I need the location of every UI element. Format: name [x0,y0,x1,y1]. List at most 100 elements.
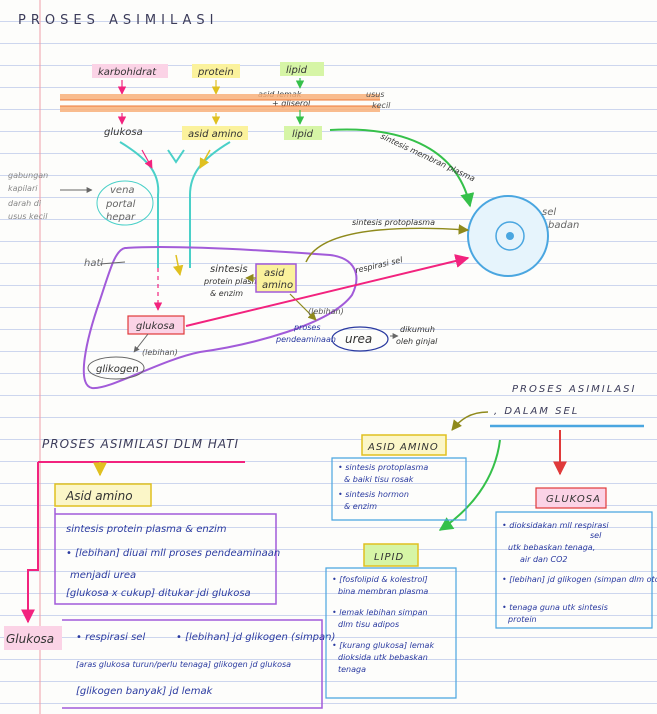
hati-glukosa-label: Glukosa [6,632,54,646]
label-hati: hati [84,258,103,269]
sel-amino-point-2b: & enzim [344,502,377,511]
sel-glukosa-point-3a: • tenaga guna utk sintesis [502,603,608,612]
sel-glukosa-point-1a: • dioksidakan mll respirasi [502,521,609,530]
vena-line2: portal [105,199,136,210]
arrow-amino-cell [305,224,470,263]
cell-resp-arrow-label: respirasi sel [354,255,404,275]
note-usus-kecil: usus kecil [8,212,48,221]
sel-lipid-panel [325,567,457,699]
product-glukosa: glukosa [104,127,143,138]
hati-point-2b: menjadi urea [70,570,136,581]
sel-lipid-box [363,543,419,567]
intestine-band-top [60,94,380,100]
sel-glukosa-box [535,487,607,509]
sel-glukosa-point-1c: utk bebaskan tenaga, [508,543,595,552]
product-lipid: lipid [292,129,314,140]
source-lipid: lipid [286,65,308,76]
sel-glukosa-point-1b: sel [590,531,602,540]
hati-amino-panel [54,508,277,605]
source-carbohydrate: karbohidrat [98,67,157,78]
sel-amino-box [361,434,447,456]
sel-glukosa-point-2: • [lebihan] jd glikogen (simpan dlm otot… [502,575,657,584]
note-gabungan: gabungan [8,171,48,180]
arrow-amino-vessel [199,149,211,169]
liver-outline [82,246,358,390]
arrow-amino-urea [289,293,317,321]
glikogen-circle [87,356,145,380]
usus-kecil-label: kecil [372,101,391,110]
hati-glukosa-point-4: [glikogen banyak] jd lemak [76,686,214,697]
arrow-glukosa-cell [185,254,470,327]
cell-proto-arrow-label: sintesis protoplasma [352,218,435,227]
sel-glukosa-point-1d: air dan CO2 [520,555,568,564]
arrow-lipid-cell [329,128,475,208]
sel-title-2: , DALAM SEL [494,406,579,417]
usus-label: usus [366,90,384,99]
sel-lipid-point-2a: • lemak lebihan simpan [332,608,428,617]
liver-glukosa-box [127,315,185,335]
liver-lebihan2: (lebihan) [142,348,178,357]
liver-glukosa: glukosa [136,321,175,332]
highlight-product-lipid [284,126,322,140]
digest-lipid-line2: + gliserol [272,99,311,108]
hati-section-title: PROSES ASIMILASI DLM HATI [42,437,239,451]
note-darah: darah di [8,199,42,208]
liver-sintesis-line1: sintesis [210,264,248,275]
vena-line1: vena [110,185,135,196]
highlight-asid-amino [182,126,248,140]
hati-point-3: [glukosa x cukup] ditukar jdi glukosa [66,588,251,599]
highlight-protein [192,64,240,78]
sel-glukosa-point-3b: protein [507,615,537,624]
page-title: PROSES ASIMILASI [18,13,219,28]
note-kapilari: kapilari [8,184,38,193]
cell-nucleolus [506,232,514,240]
arrow-glukosa-vessel [141,149,153,169]
sel-amino-point-1b: & baiki tisu rosak [344,475,414,484]
sel-lipid-point-1b: bina membran plasma [338,587,428,596]
hati-glukosa-panel [62,619,323,709]
sel-lipid-point-3b: dioksida utk bebaskan [338,653,428,662]
sel-lipid-point-3a: • [kurang glukosa] lemak [332,641,434,650]
intestine-band-bottom [60,106,380,112]
hati-point-2a: • [lebihan] diuai mll proses pendeaminaa… [66,548,280,559]
sel-lipid-label: LIPID [374,552,404,563]
liver-amino-line2: amino [262,280,293,291]
arrow-glukosa-glikogen [133,333,149,353]
liver-glikogen: glikogen [96,364,139,375]
liver-ginjal: oleh ginjal [396,337,438,346]
highlight-carb [92,64,168,78]
hati-amino-box [54,483,152,507]
liver-sintesis-line2: protein plasma [203,277,264,286]
sel-glukosa-label: GLUKOSA [546,494,601,505]
sel-lipid-point-2b: dlm tisu adipos [338,620,399,629]
sel-lipid-point-3c: tenaga [338,665,366,674]
urea-circle [331,326,389,352]
sel-amino-panel [331,457,467,521]
cell-nucleus [495,221,525,251]
vessel-left [119,141,160,268]
vessel-junction [167,149,185,164]
liver-amino-box [255,263,297,293]
highlight-lipid [280,62,324,76]
sel-lipid-point-1a: • [fosfolipid & kolestrol] [332,575,428,584]
vena-circle [96,180,154,226]
arrow-sel-amino [451,411,489,431]
vessel-right [189,141,231,268]
liver-urea: urea [345,332,372,346]
sel-amino-label: ASID AMINO [367,442,439,453]
liver-proses: proses [293,323,321,332]
sel-title-1: PROSES ASIMILASI [512,384,636,395]
vena-line3: hepar [106,212,136,223]
liver-sintesis-line3: & enzim [210,289,243,298]
liver-lebihan1: (lebihan) [308,307,344,316]
arrow-vessel-liver [172,254,184,277]
cell-plasma-arrow-label: sintesis membran plasma [379,132,476,184]
hati-pointer [99,261,126,265]
arrow-hati-glukosa [21,462,39,624]
liver-dikumuh: dikumuh [400,325,435,334]
liver-amino-line1: asid [264,268,285,279]
cell-label-sel: sel [542,207,556,218]
hati-amino-label: Asid amino [65,489,133,503]
hati-glukosa-point-1: • respirasi sel [76,632,145,643]
